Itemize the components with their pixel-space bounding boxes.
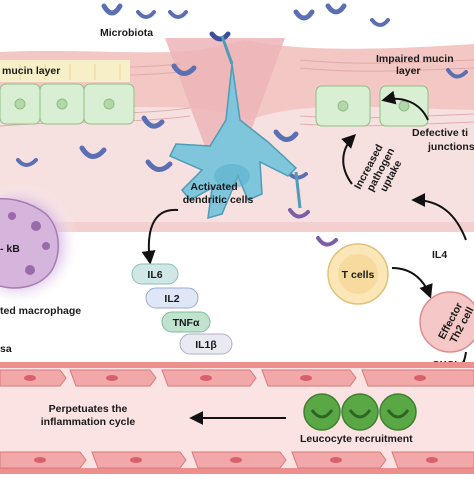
perpetuates-label: Perpetuates the inflammation cycle: [41, 403, 136, 428]
sa-label: sa: [0, 343, 12, 355]
defective-tj-label-2: junctions: [427, 141, 474, 153]
defective-tj-label-1: Defective ti: [412, 127, 468, 139]
t-cells-label: T cells: [342, 269, 375, 281]
svg-text:inflammation cycle: inflammation cycle: [41, 416, 136, 428]
impaired-mucin-label-2: layer: [396, 65, 421, 77]
activated-dc-label-1: Activated: [190, 181, 237, 193]
cytokine-il6: IL6: [131, 263, 179, 285]
dc-tcell-link: [294, 171, 302, 209]
pink-band: [0, 222, 474, 232]
svg-text:Perpetuates the: Perpetuates the: [49, 403, 128, 415]
mucosa-center-crypt: [165, 38, 285, 200]
th2-cell-icon: [419, 291, 474, 353]
effector-to-uptake-arrow: [411, 193, 467, 241]
impaired-mucin-label-1: Impaired mucin: [376, 53, 454, 65]
mucin-strands-left: [19, 64, 121, 80]
activated-dc-label-2: dendritic cells: [183, 194, 254, 206]
svg-text:IL2: IL2: [164, 293, 179, 305]
uptake-arrow: [341, 134, 356, 185]
dc-to-cytokines-arrow: [141, 208, 179, 265]
macrophage-label: ted macrophage: [0, 305, 81, 317]
microbiota-label: Microbiota: [100, 27, 153, 39]
t-cell-icon: [327, 243, 389, 305]
svg-text:IL1β: IL1β: [195, 339, 217, 351]
il4-label: IL4: [432, 249, 447, 261]
macrophage-icon: [0, 198, 59, 289]
defective-tj-arrow: [381, 90, 429, 121]
mucin-layer-label: mucin layer: [2, 65, 60, 77]
dendritic-cell-icon: [168, 35, 298, 220]
cytokine-tnfa: TNFα: [161, 311, 211, 333]
receptor-contact: [288, 208, 338, 247]
svg-text:IL6: IL6: [147, 269, 162, 281]
svg-text:TNFα: TNFα: [173, 317, 200, 329]
vessel-nuclei: [24, 375, 438, 463]
leucocyte-label: Leucocyte recruitment: [300, 433, 413, 445]
cytokine-il1b: IL1β: [179, 333, 233, 355]
leucocyte-icon: [303, 393, 417, 431]
nfkb-label: - kB: [0, 243, 20, 255]
tcell-to-th2-arrow: [391, 267, 433, 299]
cytokine-il2: IL2: [145, 287, 199, 309]
epithelial-cells-left: [0, 83, 135, 125]
mucin-layer-left: [0, 60, 130, 82]
